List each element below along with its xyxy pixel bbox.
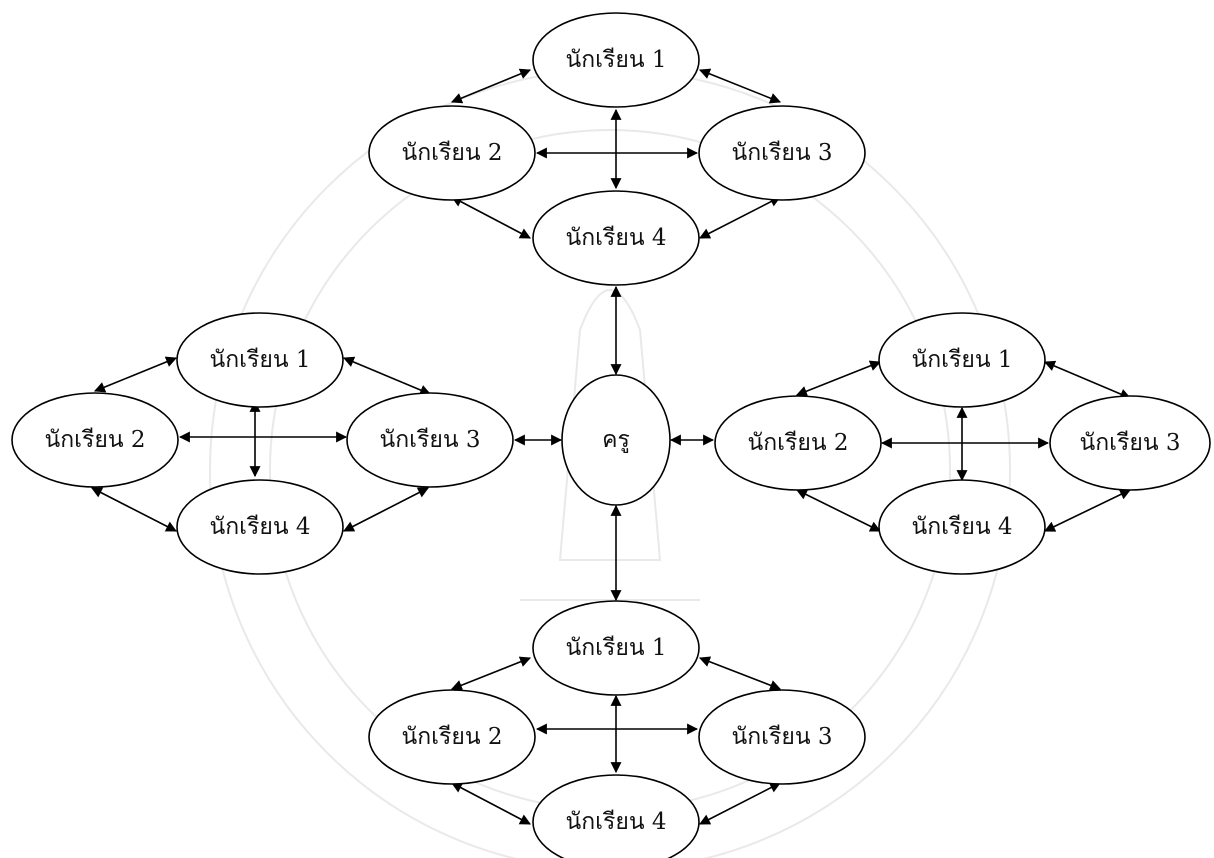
left-student-1-node: นักเรียน 1	[176, 312, 344, 408]
arrow-bottom-1-2	[450, 656, 532, 691]
arrow-top-2-4	[451, 196, 531, 239]
left-student-4-node: นักเรียน 4	[176, 479, 344, 575]
right-student-2-label: นักเรียน 2	[747, 430, 848, 456]
arrow-left-1-2	[93, 356, 178, 393]
right-student-group: นักเรียน 1 นักเรียน 2 นักเรียน 3 นักเรีย…	[714, 312, 1211, 575]
arrow-right-1-3	[1043, 360, 1132, 400]
left-student-3-label: นักเรียน 3	[379, 427, 480, 453]
arrow-left-2-4	[91, 487, 177, 532]
top-student-1-label: นักเรียน 1	[565, 47, 666, 73]
top-student-2-node: นักเรียน 2	[368, 105, 536, 201]
bottom-student-3-node: นักเรียน 3	[698, 689, 866, 785]
bottom-student-2-node: นักเรียน 2	[368, 689, 536, 785]
top-student-4-label: นักเรียน 4	[565, 225, 666, 251]
arrow-bottom-3-4	[699, 782, 781, 825]
left-student-3-node: นักเรียน 3	[346, 392, 514, 488]
bottom-student-3-label: นักเรียน 3	[731, 724, 832, 750]
bottom-student-4-label: นักเรียน 4	[565, 809, 666, 835]
arrow-right-3-4	[1044, 489, 1131, 532]
arrow-right-2-4	[796, 489, 881, 532]
top-student-group: นักเรียน 1 นักเรียน 2 นักเรียน 3 นักเรีย…	[368, 12, 866, 286]
left-student-1-label: นักเรียน 1	[209, 347, 310, 373]
teacher-label: ครู	[602, 427, 630, 453]
arrow-top-1-3	[698, 68, 782, 104]
arrow-bottom-2-4	[451, 782, 531, 825]
bottom-student-1-label: นักเรียน 1	[565, 635, 666, 661]
top-student-3-label: นักเรียน 3	[731, 140, 832, 166]
top-student-1-node: นักเรียน 1	[532, 12, 700, 108]
left-student-2-label: นักเรียน 2	[44, 427, 145, 453]
top-student-3-node: นักเรียน 3	[698, 105, 866, 201]
bottom-student-1-node: นักเรียน 1	[532, 600, 700, 696]
right-student-4-label: นักเรียน 4	[911, 514, 1012, 540]
arrow-top-3-4	[699, 196, 781, 239]
right-student-2-node: นักเรียน 2	[714, 395, 882, 491]
left-student-group: นักเรียน 1 นักเรียน 2 นักเรียน 3 นักเรีย…	[11, 312, 514, 575]
bottom-student-2-label: นักเรียน 2	[401, 724, 502, 750]
arrow-top-1-2	[450, 68, 532, 104]
left-student-2-node: นักเรียน 2	[11, 392, 179, 488]
bottom-student-4-node: นักเรียน 4	[532, 774, 700, 858]
top-student-2-label: นักเรียน 2	[401, 140, 502, 166]
arrow-left-3-4	[343, 487, 429, 532]
top-student-4-node: นักเรียน 4	[532, 190, 700, 286]
right-student-1-node: นักเรียน 1	[878, 312, 1046, 408]
arrow-right-1-2	[795, 360, 882, 397]
right-student-4-node: นักเรียน 4	[878, 479, 1046, 575]
teacher-node: ครู	[561, 374, 671, 506]
left-student-4-label: นักเรียน 4	[209, 514, 310, 540]
arrow-bottom-1-3	[698, 656, 782, 691]
right-student-3-label: นักเรียน 3	[1079, 430, 1180, 456]
right-student-3-node: นักเรียน 3	[1049, 395, 1211, 491]
bottom-student-group: นักเรียน 1 นักเรียน 2 นักเรียน 3 นักเรีย…	[368, 600, 866, 858]
right-student-1-label: นักเรียน 1	[911, 347, 1012, 373]
arrow-left-1-3	[342, 356, 432, 396]
connection-arrows	[91, 68, 1132, 825]
